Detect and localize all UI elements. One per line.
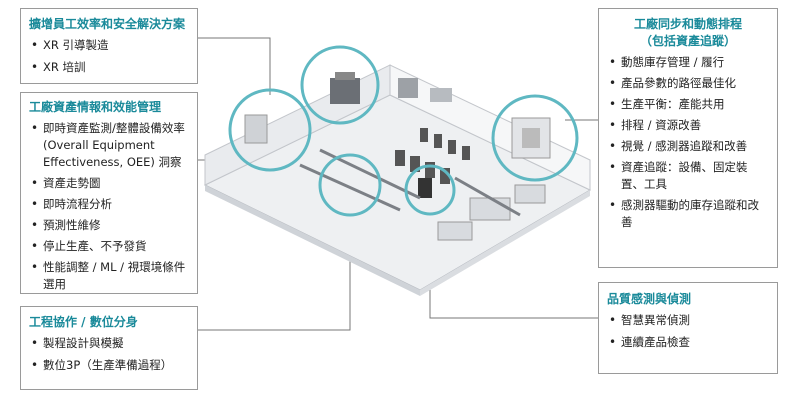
list-item: 動態庫存管理 / 履行 [607,54,769,71]
box-title-line: 工廠同步和動態排程 [633,17,742,31]
list-item: 感測器驅動的庫存追蹤和改善 [607,197,769,231]
list-item: 智慧異常偵測 [607,312,769,329]
list-item: 性能調整 / ML / 視環境條件選用 [29,259,189,293]
list-item: 製程設計與模擬 [29,335,189,352]
box-quality-sensing: 品質感測與偵測 智慧異常偵測 連續產品檢查 [598,282,778,374]
list-item: 連續產品檢查 [607,334,769,351]
list-item: 即時資產監測/整體設備效率 (Overall Equipment Effecti… [29,120,189,171]
box-factory-scheduling: 工廠同步和動態排程 （包括資產追蹤） 動態庫存管理 / 履行 產品參數的路徑最佳… [598,8,778,268]
list-item: 產品參數的路徑最佳化 [607,75,769,92]
machines [244,72,551,241]
box-title: 工廠同步和動態排程 （包括資產追蹤） [607,16,769,50]
box-workforce-efficiency: 擴增員工效率和安全解決方案 XR 引導製造 XR 培訓 [20,8,198,84]
list-item: 排程 / 資源改善 [607,117,769,134]
list-item: 數位3P（生產準備過程） [29,357,189,374]
box-asset-intelligence: 工廠資產情報和效能管理 即時資產監測/整體設備效率 (Overall Equip… [20,92,198,294]
list-item: 資產走勢圖 [29,175,189,192]
highlight-rings [228,45,579,217]
box-title: 工廠資產情報和效能管理 [29,100,162,114]
box-title: 擴增員工效率和安全解決方案 [29,17,186,31]
box-engineering-collaboration: 工程協作 / 數位分身 製程設計與模擬 數位3P（生產準備過程） [20,306,198,390]
list-item: 即時流程分析 [29,196,189,213]
list-item: XR 培訓 [29,59,189,76]
connector-lines [198,37,598,331]
box-title: 工程協作 / 數位分身 [29,315,138,329]
box-title-line: （包括資產追蹤） [639,34,736,48]
list-item: 生產平衡：產能共用 [607,96,769,113]
list-item: 資產追蹤：設備、固定裝置、工具 [607,159,769,193]
list-item: 視覺 / 感測器追蹤和改善 [607,138,769,155]
list-item: 停止生產、不予發貨 [29,238,189,255]
list-item: XR 引導製造 [29,37,189,54]
factory-floor [203,94,592,291]
box-title: 品質感測與偵測 [607,292,692,306]
list-item: 預測性維修 [29,217,189,234]
